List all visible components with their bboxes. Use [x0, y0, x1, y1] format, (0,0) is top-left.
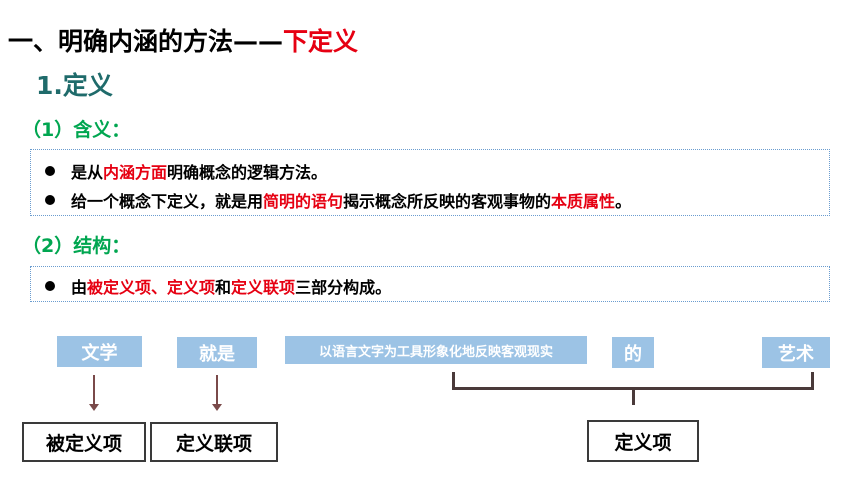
text-segment: 三部分构成。 — [295, 278, 392, 297]
highlight-segment: 内涵方面 — [103, 163, 168, 182]
arrow-line — [216, 375, 218, 405]
text-segment: 给一个概念下定义，就是用 — [71, 192, 264, 211]
label-definiendum: 被定义项 — [22, 422, 146, 462]
box-definiens-text: 以语言文字为工具形象化地反映客观现实 — [285, 336, 587, 364]
label-definiens: 定义项 — [587, 420, 699, 462]
bullet-dot-icon — [45, 195, 55, 205]
text-segment: 是从 — [71, 163, 104, 182]
bullet-dot-icon — [45, 281, 55, 291]
text-segment: 由 — [71, 278, 88, 297]
box-wenxue: 文学 — [57, 336, 142, 367]
bracket-right-tick — [811, 372, 814, 390]
title-highlight: 下定义 — [283, 27, 359, 56]
highlight-segment: 本质属性 — [551, 192, 616, 211]
text-segment: 揭示概念所反映的客观事物的 — [343, 192, 552, 211]
bracket-left-tick — [452, 372, 455, 390]
structure-box: 由被定义项、定义项和定义联项三部分构成。 — [30, 266, 830, 302]
structure-heading: （2）结构： — [22, 235, 131, 257]
meaning-box: 是从内涵方面明确概念的逻辑方法。 给一个概念下定义，就是用简明的语句揭示概念所反… — [30, 149, 830, 216]
bracket-bar — [452, 387, 814, 390]
arrow-down-icon — [212, 404, 222, 411]
arrow-line — [93, 375, 95, 405]
meaning-bullet-2: 给一个概念下定义，就是用简明的语句揭示概念所反映的客观事物的本质属性。 — [45, 188, 631, 212]
text-segment: 明确概念的逻辑方法。 — [167, 163, 328, 182]
text-segment: 。 — [615, 192, 632, 211]
page-title: 一、明确内涵的方法——下定义 — [8, 22, 358, 58]
arrow-down-icon — [89, 404, 99, 411]
highlight-segment: 简明的语句 — [263, 192, 344, 211]
box-de: 的 — [612, 337, 654, 368]
section-heading-definition: 1.定义 — [36, 71, 113, 100]
structure-bullet-1: 由被定义项、定义项和定义联项三部分构成。 — [45, 274, 391, 298]
label-copula: 定义联项 — [150, 422, 278, 462]
text-segment: 和 — [215, 278, 232, 297]
bullet-dot-icon — [45, 166, 55, 176]
box-yishu: 艺术 — [762, 337, 830, 368]
bracket-stem — [632, 389, 635, 405]
box-jiushi: 就是 — [177, 337, 257, 368]
title-prefix: 一、明确内涵的方法—— — [8, 27, 284, 56]
highlight-segment: 定义联项 — [231, 278, 296, 297]
highlight-segment: 被定义项、定义项 — [87, 278, 216, 297]
meaning-heading: （1）含义： — [22, 119, 131, 141]
meaning-bullet-1: 是从内涵方面明确概念的逻辑方法。 — [45, 159, 327, 183]
